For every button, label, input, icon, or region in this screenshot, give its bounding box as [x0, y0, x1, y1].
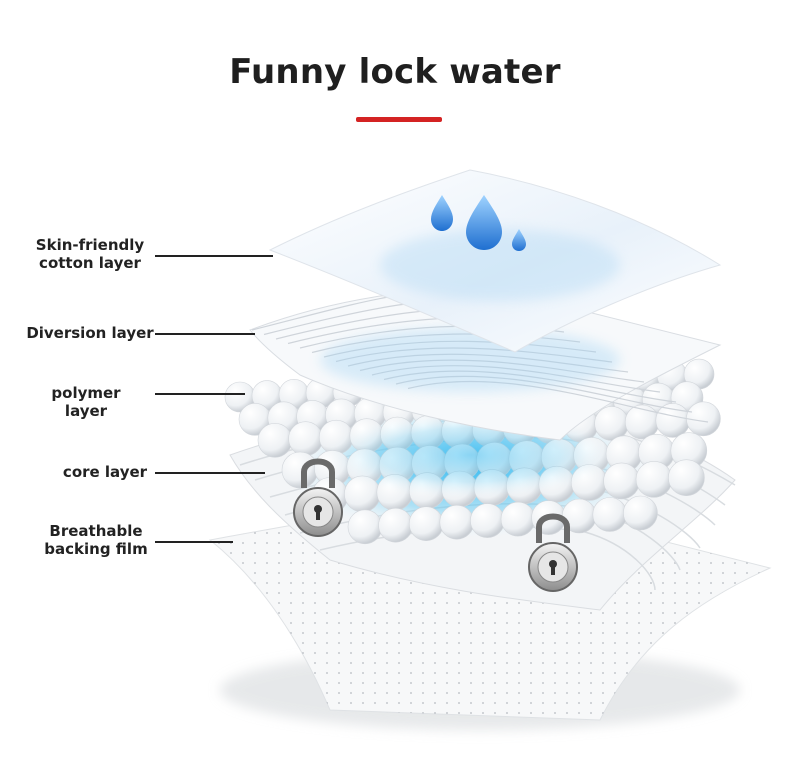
polymer-bubble [348, 510, 382, 544]
polymer-bubble [282, 452, 318, 488]
polymer-bubble [470, 504, 504, 538]
leader-skin-friendly [155, 255, 273, 257]
label-polymer: polymer layer [28, 384, 144, 420]
polymer-bubble [686, 402, 720, 436]
polymer-bubble [289, 422, 323, 456]
leader-backing [155, 541, 233, 543]
polymer-bubble [668, 460, 704, 496]
leader-polymer [155, 393, 245, 395]
polymer-bubble [636, 461, 672, 497]
polymer-bubble [623, 496, 657, 530]
label-skin-friendly: Skin-friendly cotton layer [34, 236, 146, 272]
polymer-bubble [379, 508, 413, 542]
label-core: core layer [60, 463, 150, 481]
polymer-bubble [501, 502, 535, 536]
leader-diversion [155, 333, 255, 335]
label-diversion: Diversion layer [26, 324, 154, 342]
polymer-bubble [593, 498, 627, 532]
polymer-bubble [440, 505, 474, 539]
leader-core [155, 472, 265, 474]
label-backing: Breathable backing film [40, 522, 152, 558]
polymer-bubble [409, 507, 443, 541]
polymer-bubble [258, 423, 292, 457]
polymer-bubble [625, 405, 659, 439]
